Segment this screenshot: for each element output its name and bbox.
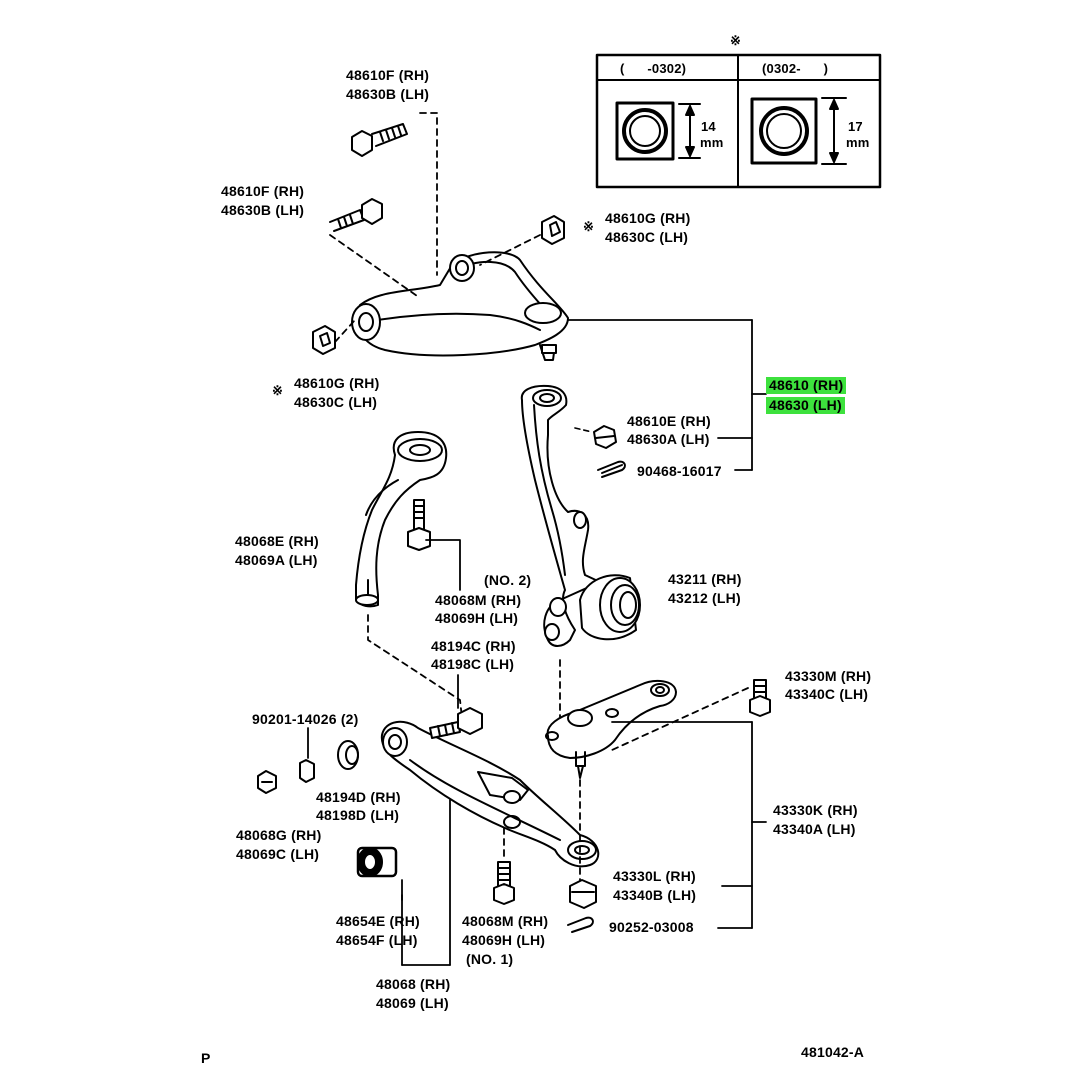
lower-left-parts bbox=[257, 727, 398, 878]
lower-arm-bolt bbox=[429, 674, 483, 739]
label-lower-arm-lh: 48069 (LH) bbox=[376, 995, 449, 1011]
label-nut-rh: 48610E (RH) bbox=[627, 413, 711, 429]
strut-rod bbox=[355, 431, 448, 608]
upper-cotter-pin bbox=[597, 460, 626, 478]
label-cam-left-rh: 48610G (RH) bbox=[294, 375, 380, 391]
label-upper-arm-rh: 48610 (RH) bbox=[766, 377, 847, 394]
lower-arm-bracket bbox=[401, 799, 451, 966]
strut-bolt-no2 bbox=[407, 499, 431, 551]
label-knuckle-lh: 43212 (LH) bbox=[668, 590, 741, 606]
label-bushing-rh: 48654E (RH) bbox=[336, 913, 420, 929]
label-strut-rh: 48068E (RH) bbox=[235, 533, 319, 549]
label-lower-arm-rh: 48068 (RH) bbox=[376, 976, 451, 992]
inset-col1-dim-value: 14 bbox=[701, 119, 716, 134]
label-strut-lh: 48069A (LH) bbox=[235, 552, 318, 568]
label-bushing-lh: 48654F (LH) bbox=[336, 932, 418, 948]
strut-dashed bbox=[367, 614, 463, 719]
upper-nut bbox=[574, 425, 617, 449]
upper-bolt-mid bbox=[329, 198, 383, 232]
label-cam-lower-rh: 48194D (RH) bbox=[316, 789, 401, 805]
inset-col1-header: ( -0302) bbox=[620, 61, 687, 76]
label-bolt-mid-rh: 48610F (RH) bbox=[221, 183, 305, 199]
lower-cotter-pin bbox=[567, 916, 594, 933]
label-ball-bolt-lh: 43340C (LH) bbox=[785, 686, 869, 702]
ball-joint-bracket bbox=[611, 721, 767, 929]
ball-joint-nut bbox=[569, 779, 597, 909]
corner-code-left: P bbox=[201, 1050, 211, 1066]
upper-bolt-top bbox=[351, 123, 408, 157]
label-ball-joint-lh: 43340A (LH) bbox=[773, 821, 856, 837]
upper-arm bbox=[351, 251, 569, 361]
label-bolt-top-lh: 48630B (LH) bbox=[346, 86, 430, 102]
upper-bracket bbox=[567, 319, 767, 471]
cam-nut-left bbox=[312, 325, 336, 355]
inset-col1-dim-unit: mm bbox=[700, 135, 724, 150]
label-bolt-no1-rh: 48068M (RH) bbox=[462, 913, 549, 929]
label-knuckle-rh: 43211 (RH) bbox=[668, 571, 742, 587]
label-bolt-no2-lh: 48069H (LH) bbox=[435, 610, 519, 626]
upper-dashed-lines bbox=[329, 112, 541, 343]
cam-nut-right bbox=[541, 215, 565, 245]
ball-joint bbox=[545, 679, 677, 779]
label-cam-right-lh: 48630C (LH) bbox=[605, 229, 689, 245]
label-ball-joint-rh: 43330K (RH) bbox=[773, 802, 858, 818]
no2-leader bbox=[425, 539, 461, 591]
lower-bolt-no1 bbox=[493, 827, 515, 905]
label-bolt-mid-lh: 48630B (LH) bbox=[221, 202, 305, 218]
label-nut-lower-rh: 48068G (RH) bbox=[236, 827, 322, 843]
label-pin-upper: 90468-16017 bbox=[637, 463, 722, 479]
label-lower-bolt-lh: 48198C (LH) bbox=[431, 656, 515, 672]
label-nut-lower-lh: 48069C (LH) bbox=[236, 846, 320, 862]
label-nut-lh: 48630A (LH) bbox=[627, 431, 710, 447]
inset-table bbox=[595, 53, 882, 189]
label-cam-right-rh: 48610G (RH) bbox=[605, 210, 691, 226]
label-bolt-no1-tag: (NO. 1) bbox=[466, 951, 514, 967]
steering-knuckle bbox=[520, 384, 641, 647]
label-bolt-no2-tag: (NO. 2) bbox=[484, 572, 532, 588]
label-ball-bolt-rh: 43330M (RH) bbox=[785, 668, 872, 684]
label-upper-arm-lh: 48630 (LH) bbox=[766, 397, 845, 414]
label-ball-nut-lh: 43340B (LH) bbox=[613, 887, 697, 903]
label-pin-lower: 90252-03008 bbox=[609, 919, 694, 935]
label-washer: 90201-14026 (2) bbox=[252, 711, 359, 727]
inset-asterisk: ※ bbox=[730, 33, 742, 48]
ball-joint-bolt bbox=[611, 679, 771, 751]
label-bolt-no1-lh: 48069H (LH) bbox=[462, 932, 546, 948]
label-bolt-top-rh: 48610F (RH) bbox=[346, 67, 430, 83]
lower-arm bbox=[380, 720, 600, 868]
label-bolt-no2-rh: 48068M (RH) bbox=[435, 592, 522, 608]
label-cam-right-asterisk: ※ bbox=[583, 219, 595, 234]
label-cam-left-lh: 48630C (LH) bbox=[294, 394, 378, 410]
inset-col2-dim-value: 17 bbox=[848, 119, 863, 134]
inset-col2-header: (0302- ) bbox=[762, 61, 829, 76]
label-ball-nut-rh: 43330L (RH) bbox=[613, 868, 696, 884]
label-cam-lower-lh: 48198D (LH) bbox=[316, 807, 400, 823]
label-cam-left-asterisk: ※ bbox=[272, 383, 284, 398]
diagram-reference-code: 481042-A bbox=[801, 1044, 865, 1060]
inset-col2-dim-unit: mm bbox=[846, 135, 870, 150]
label-lower-bolt-rh: 48194C (RH) bbox=[431, 638, 516, 654]
